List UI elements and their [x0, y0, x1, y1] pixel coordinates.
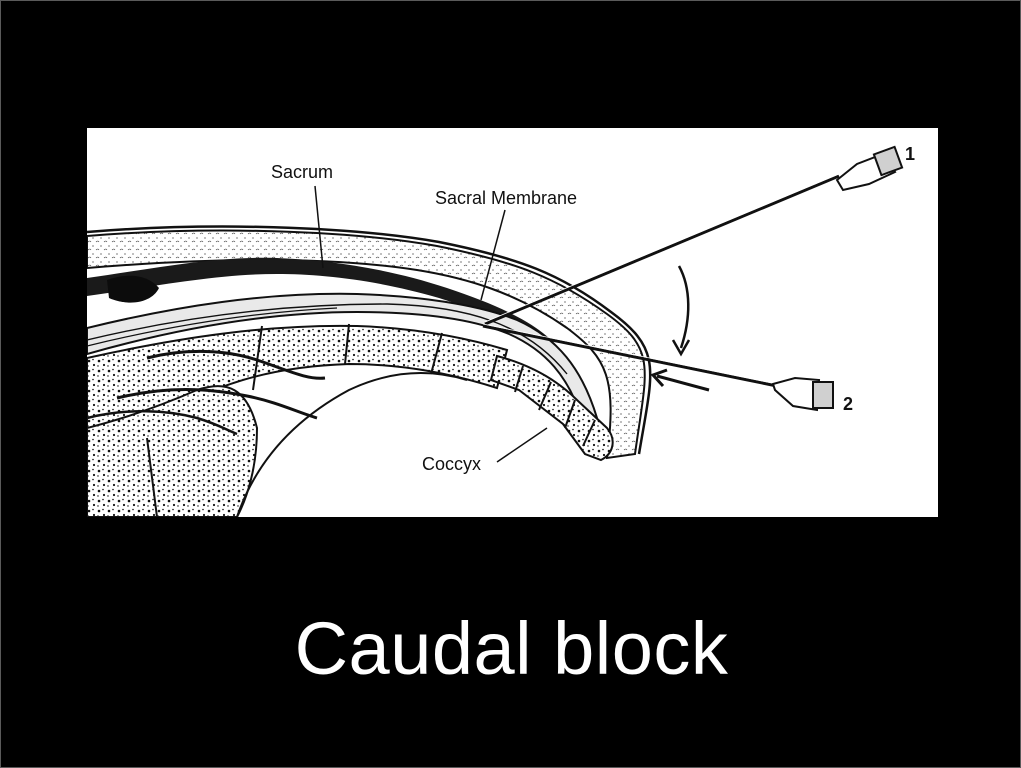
sacral-membrane-label: Sacral Membrane: [435, 188, 577, 208]
sacral-membrane-leader-line: [480, 209, 506, 301]
needle-1: [484, 145, 904, 326]
needle-1-number: 1: [905, 144, 915, 164]
rotation-arrow: [677, 265, 690, 349]
anatomy-diagram: Sacrum Sacral Membrane Coccyx 1 2: [87, 144, 915, 517]
sacrum-label: Sacrum: [271, 162, 333, 182]
needle-2-number: 2: [843, 394, 853, 414]
needle-2-hub: [771, 376, 821, 412]
coccyx-leader-line: [496, 427, 548, 463]
sacrum-segment-divider: [252, 325, 263, 391]
slide-title: Caudal block: [294, 607, 729, 690]
needle-2: [482, 323, 834, 412]
skin-layer: [87, 229, 646, 460]
dark-fat-pocket: [107, 275, 159, 303]
sacral-nerve: [146, 349, 326, 380]
coccyx-bone: [489, 354, 614, 462]
coccyx-label: Coccyx: [422, 454, 481, 474]
anterior-sacral-curve: [236, 372, 468, 517]
advance-arrow: [650, 368, 710, 392]
caudal-block-illustration: Sacrum Sacral Membrane Coccyx 1 2: [87, 128, 938, 517]
sacrum-leader-line: [314, 185, 324, 269]
